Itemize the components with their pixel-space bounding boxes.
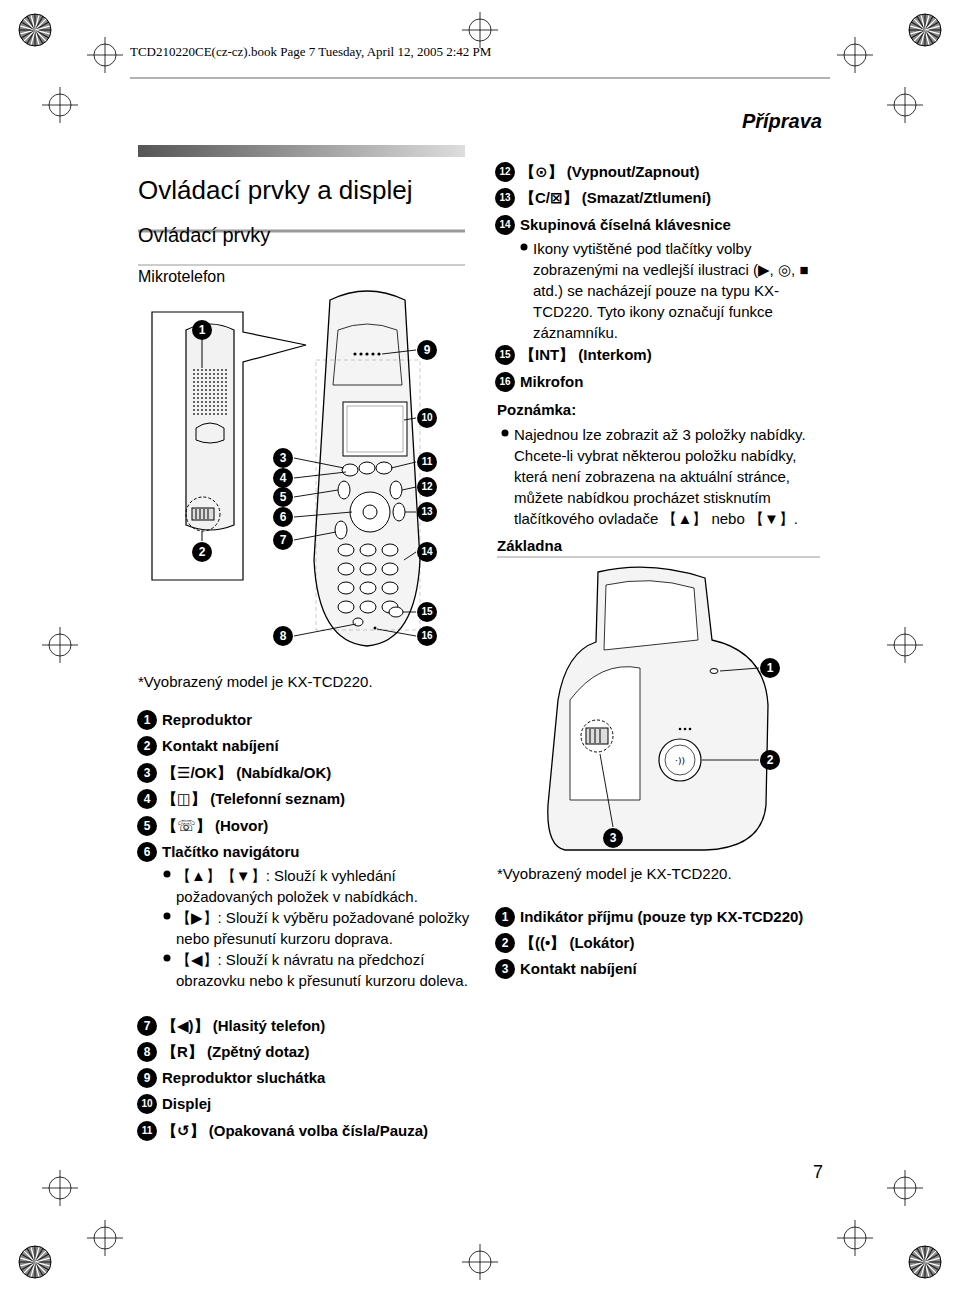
- section-bar: [138, 145, 465, 157]
- callout-number: 1: [495, 907, 515, 927]
- body-text: Ikony vytištěné pod tlačítky volby zobra…: [533, 238, 825, 343]
- callout-number: 5: [137, 816, 157, 836]
- leader-lines: [600, 668, 759, 827]
- callout-number: 6: [273, 507, 293, 527]
- handset-back: [186, 324, 234, 541]
- callout-number: 4: [137, 789, 157, 809]
- callout-number: 12: [495, 162, 515, 182]
- callout-number: 11: [137, 1121, 157, 1141]
- callout-number: 10: [417, 408, 437, 428]
- callout-number: 7: [273, 530, 293, 550]
- callout-number: 3: [137, 763, 157, 783]
- section-rule: [138, 264, 465, 266]
- callout-number: 12: [417, 477, 437, 497]
- callout-number: 10: [137, 1094, 157, 1114]
- callout-number: 15: [495, 345, 515, 365]
- handset-front: [314, 291, 420, 646]
- callout-number: 14: [417, 542, 437, 562]
- callout-number: 8: [273, 626, 293, 646]
- section-rule: [497, 556, 820, 558]
- item-label: 【((•】 (Lokátor): [520, 934, 830, 953]
- item-label: Mikrofon: [520, 373, 825, 392]
- item-label: Kontakt nabíjení: [162, 737, 472, 756]
- page-title: Ovládací prvky a displej: [138, 174, 413, 207]
- body-text: 【▶】: Slouží k výběru požadované položky …: [176, 907, 476, 949]
- callout-number: 2: [192, 542, 212, 562]
- callout-number: 1: [760, 658, 780, 678]
- body-text: *Vyobrazený model je KX-TCD220.: [497, 863, 817, 884]
- callout-number: 1: [192, 320, 212, 340]
- callout-number: 8: [137, 1042, 157, 1062]
- callout-number: 3: [495, 959, 515, 979]
- callout-number: 14: [495, 215, 515, 235]
- callout-number: 6: [137, 842, 157, 862]
- item-label: Kontakt nabíjení: [520, 960, 830, 979]
- callout-number: 13: [495, 188, 515, 208]
- callout-number: 5: [273, 487, 293, 507]
- item-label: 【INT】 (Interkom): [520, 346, 825, 365]
- detail-frame: [152, 312, 306, 580]
- callout-number: 15: [417, 602, 437, 622]
- item-label: Skupinová číselná klávesnice: [520, 216, 825, 235]
- callout-number: 4: [273, 468, 293, 488]
- crop-marks: [19, 12, 941, 1280]
- item-label: 【◫】 (Telefonní seznam): [162, 790, 472, 809]
- body-text: 【◀】: Slouží k návratu na předchozí obraz…: [176, 949, 476, 991]
- page-number: 7: [813, 1161, 833, 1184]
- header-rule: [130, 78, 830, 79]
- item-label: Reproduktor: [162, 711, 472, 730]
- callout-number: 13: [417, 502, 437, 522]
- callout-number: 3: [603, 828, 623, 848]
- body-text: *Vyobrazený model je KX-TCD220.: [138, 671, 468, 692]
- body-text: Najednou lze zobrazit až 3 položky nabíd…: [514, 424, 826, 529]
- item-label: 【C/⊠】 (Smazat/Ztlumení): [520, 189, 825, 208]
- item-label: Základna: [497, 537, 817, 556]
- section-heading: Ovládací prvky: [138, 223, 458, 248]
- callout-number: 2: [137, 736, 157, 756]
- svg-text:·)): ·)): [675, 756, 685, 766]
- base-unit: ·)): [548, 567, 768, 850]
- callout-number: 16: [495, 372, 515, 392]
- callout-number: 16: [417, 626, 437, 646]
- callout-number: 2: [760, 750, 780, 770]
- item-label: 【⊙】 (Vypnout/Zapnout): [520, 163, 825, 182]
- item-label: Poznámka:: [497, 401, 817, 420]
- callout-number: 1: [137, 710, 157, 730]
- callout-number: 9: [417, 340, 437, 360]
- chapter-name: Příprava: [742, 109, 822, 134]
- callout-number: 9: [137, 1068, 157, 1088]
- callout-number: 3: [273, 448, 293, 468]
- item-label: Indikátor příjmu (pouze typ KX-TCD220): [520, 908, 830, 927]
- item-label: 【◀)】 (Hlasitý telefon): [162, 1017, 472, 1036]
- running-header: TCD210220CE(cz-cz).book Page 7 Tuesday, …: [130, 44, 690, 60]
- item-label: 【☏】 (Hovor): [162, 817, 472, 836]
- item-label: Tlačítko navigátoru: [162, 843, 472, 862]
- item-label: 【☰/OK】 (Nabídka/OK): [162, 764, 472, 783]
- callout-number: 7: [137, 1016, 157, 1036]
- leader-lines: [294, 350, 416, 636]
- item-label: Reproduktor sluchátka: [162, 1069, 472, 1088]
- item-label: Displej: [162, 1095, 472, 1114]
- callout-number: 11: [417, 452, 437, 472]
- item-label: 【↺】 (Opakovaná volba čísla/Pauza): [162, 1122, 472, 1141]
- item-label: 【R】 (Zpětný dotaz): [162, 1043, 472, 1062]
- subsection-heading: Mikrotelefon: [138, 267, 338, 287]
- body-text: 【▲】【▼】: Slouží k vyhledání požadovaných …: [176, 865, 476, 907]
- callout-number: 2: [495, 933, 515, 953]
